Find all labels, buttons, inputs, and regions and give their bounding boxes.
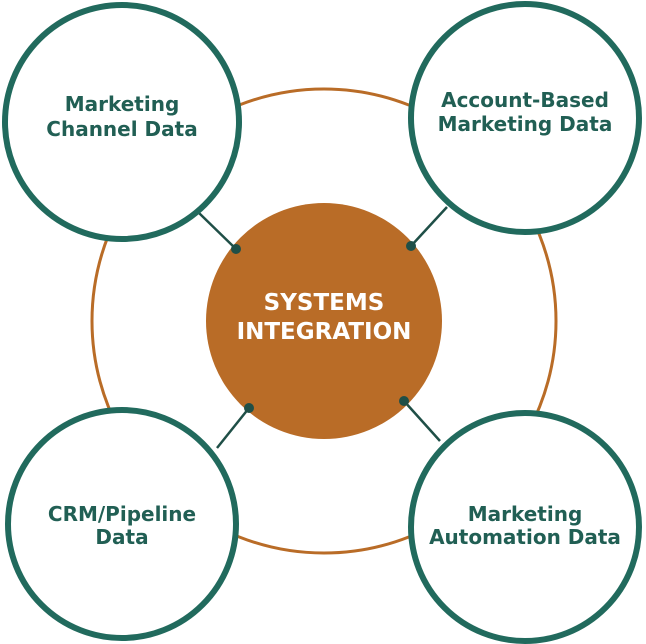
node-marketing-automation-data: Marketing Automation Data [408,410,642,644]
node-account-based-marketing-data: Account-Based Marketing Data [408,1,642,235]
node-label-line1: CRM/Pipeline [48,502,196,526]
center-label-line1: SYSTEMS [264,290,385,316]
center-label-line2: INTEGRATION [237,319,412,345]
node-label-line1: Account-Based [441,88,609,112]
node-label-line2: Automation Data [429,525,621,549]
node-marketing-channel-data: Marketing Channel Data [2,2,242,242]
node-circle [408,1,642,235]
node-label-line2: Data [95,525,148,549]
connector-dot-top-right [406,241,416,251]
connector-top-left [198,212,237,250]
node-label-line2: Marketing Data [438,112,613,136]
connector-bottom-left [216,407,250,449]
connector-dot-top-left [231,244,241,254]
node-circle [5,407,239,641]
node-label-line1: Marketing [468,502,583,526]
connector-dot-bottom-right [399,396,409,406]
connector-bottom-right [403,400,441,442]
node-crm-pipeline-data: CRM/Pipeline Data [5,407,239,641]
outer-ring [90,87,558,555]
node-circle [2,2,242,242]
center-circle [206,203,442,439]
node-label-line2: Channel Data [46,117,197,141]
connector-dot-bottom-left [244,403,254,413]
node-label-line1: Marketing [65,92,180,116]
connector-top-right [410,206,448,247]
node-circle [408,410,642,644]
